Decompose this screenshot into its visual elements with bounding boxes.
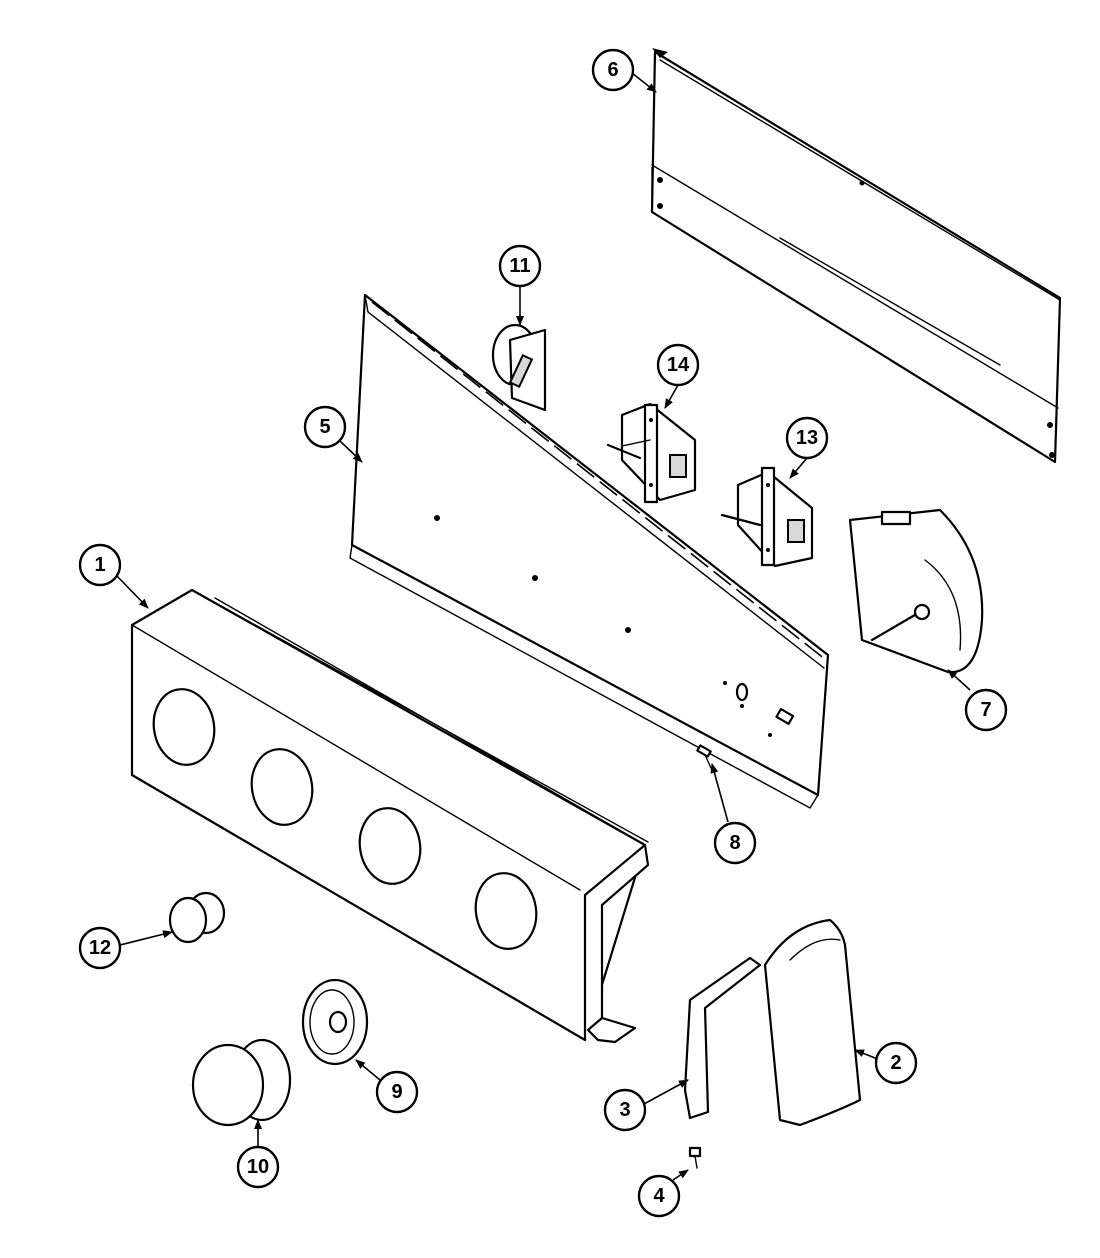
callout-9: 9: [375, 1070, 419, 1114]
part-2-end-cap: [763, 918, 862, 1127]
callout-8-label: 8: [729, 832, 740, 854]
callout-14: 14: [656, 343, 700, 387]
part-5-control-panel: [349, 293, 830, 809]
callout-leaders: [115, 72, 971, 1181]
callout-8: 8: [713, 821, 757, 865]
callout-13-label: 13: [796, 427, 818, 449]
callout-6: 6: [591, 48, 635, 92]
callout-10: 10: [236, 1145, 280, 1189]
part-13-switch: [720, 466, 814, 568]
callout-12-label: 12: [89, 937, 111, 959]
callout-13: 13: [785, 416, 829, 460]
callout-12: 12: [78, 926, 122, 970]
part-6-rear-panel: [650, 48, 1062, 464]
part-14-switch: [606, 402, 697, 504]
callout-1-label: 1: [94, 554, 105, 576]
callout-1: 1: [78, 543, 122, 587]
callout-9-label: 9: [391, 1081, 402, 1103]
callout-4: 4: [637, 1174, 681, 1218]
part-1-console-front: [130, 588, 650, 1044]
callout-3: 3: [603, 1088, 647, 1132]
callout-2: 2: [874, 1041, 918, 1085]
callout-11: 11: [498, 244, 542, 288]
callout-10-label: 10: [247, 1156, 269, 1178]
callout-7-label: 7: [980, 699, 991, 721]
part-8-screw: [696, 744, 713, 771]
callout-3-label: 3: [619, 1099, 630, 1121]
part-12-small-knob: [168, 891, 226, 944]
callout-14-label: 14: [667, 354, 690, 376]
callout-11-label: 11: [509, 255, 530, 277]
part-10-large-knob: [191, 1038, 292, 1127]
part-9-dial-skirt: [301, 978, 369, 1066]
callout-7: 7: [964, 688, 1008, 732]
callout-5-label: 5: [319, 416, 330, 438]
part-11-timer-mechanism: [491, 323, 547, 412]
callout-5: 5: [303, 405, 347, 449]
part-3-trim-strip: [683, 956, 762, 1120]
callout-4-label: 4: [653, 1185, 665, 1207]
part-4-screw: [688, 1146, 702, 1169]
callout-6-label: 6: [607, 59, 618, 81]
part-7-timer: [848, 508, 984, 674]
callout-2-label: 2: [890, 1052, 901, 1074]
